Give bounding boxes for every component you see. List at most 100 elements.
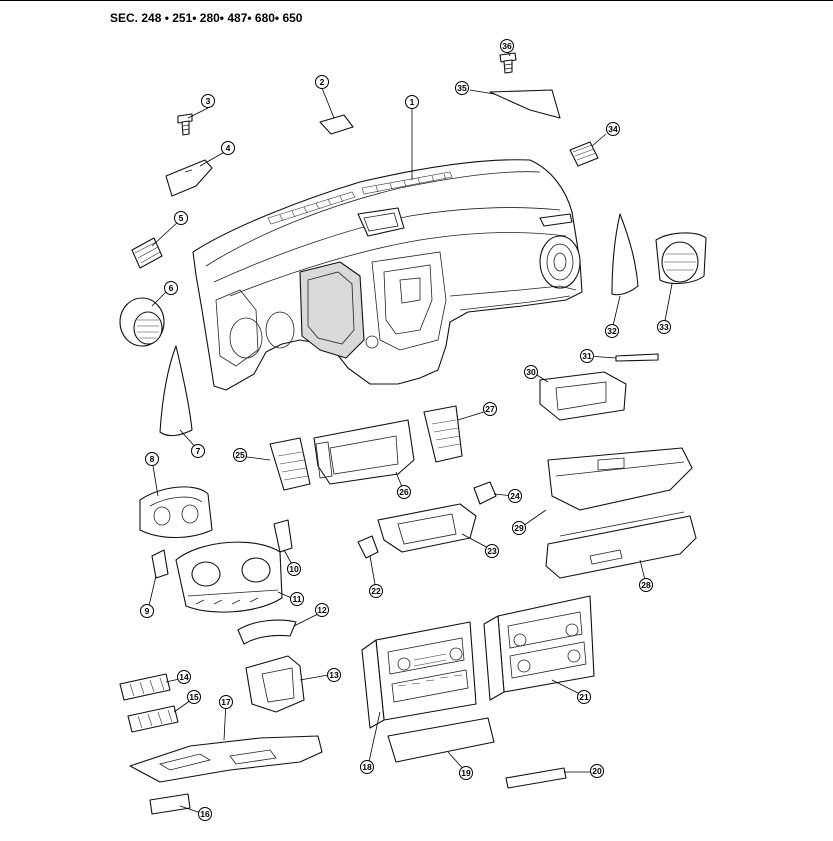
callout-14: 14 (177, 670, 191, 684)
callout-8: 8 (145, 452, 159, 466)
svg-text:16: 16 (200, 809, 210, 819)
callout-34: 34 (606, 122, 620, 136)
glove-box-part-29 (547, 447, 693, 511)
callout-22: 22 (369, 584, 383, 598)
column-cover-part-13 (245, 655, 305, 713)
svg-text:13: 13 (329, 670, 339, 680)
callout-3: 3 (201, 94, 215, 108)
side-finisher-part-7 (159, 345, 193, 437)
audio-unit-part-18 (361, 621, 477, 729)
svg-text:28: 28 (641, 580, 651, 590)
callout-31: 31 (580, 349, 594, 363)
bezel-part-23 (377, 503, 477, 553)
svg-text:10: 10 (289, 564, 299, 574)
callout-5: 5 (174, 211, 188, 225)
svg-text:5: 5 (179, 213, 184, 223)
callout-32: 32 (605, 324, 619, 338)
trim-part-19 (387, 717, 495, 763)
center-bezel-part-26 (313, 419, 415, 485)
rod-part-31 (615, 353, 659, 362)
callout-18: 18 (360, 760, 374, 774)
svg-text:26: 26 (399, 487, 409, 497)
callout-17: 17 (219, 695, 233, 709)
clip-part-36 (499, 52, 517, 74)
svg-text:8: 8 (150, 454, 155, 464)
vent-part-6 (119, 297, 165, 347)
top-border-line (0, 0, 833, 1)
callout-13: 13 (327, 668, 341, 682)
svg-text:12: 12 (317, 605, 327, 615)
svg-text:19: 19 (461, 768, 471, 778)
svg-text:29: 29 (514, 523, 524, 533)
callout-26: 26 (397, 485, 411, 499)
callout-12: 12 (315, 603, 329, 617)
instrument-panel-assembly (192, 159, 583, 391)
callout-15: 15 (187, 690, 201, 704)
bracket-part-16 (149, 793, 191, 815)
audio-unit-part-21 (483, 595, 595, 701)
callout-35: 35 (455, 81, 469, 95)
svg-text:17: 17 (221, 697, 231, 707)
glove-box-lid-part-28 (545, 511, 697, 579)
svg-text:14: 14 (179, 672, 189, 682)
svg-text:25: 25 (235, 450, 245, 460)
svg-text:15: 15 (189, 692, 199, 702)
svg-text:36: 36 (502, 41, 512, 51)
grille-part-5 (131, 237, 163, 269)
callout-25: 25 (233, 448, 247, 462)
svg-text:7: 7 (196, 446, 201, 456)
svg-text:34: 34 (608, 124, 618, 134)
clip-part-3 (177, 113, 193, 136)
callout-24: 24 (508, 489, 522, 503)
svg-text:31: 31 (582, 351, 592, 361)
svg-text:22: 22 (371, 586, 381, 596)
svg-text:24: 24 (510, 491, 520, 501)
callout-30: 30 (524, 365, 538, 379)
callout-6: 6 (164, 281, 178, 295)
callout-19: 19 (459, 766, 473, 780)
svg-text:4: 4 (226, 143, 231, 153)
cover-part-12 (237, 619, 297, 645)
svg-text:20: 20 (592, 766, 602, 776)
svg-text:21: 21 (579, 692, 589, 702)
callout-29: 29 (512, 521, 526, 535)
tray-part-30 (539, 371, 627, 421)
vent-part-33 (655, 232, 707, 285)
lower-panel-part-17 (129, 735, 323, 783)
svg-text:1: 1 (410, 97, 415, 107)
svg-text:33: 33 (659, 322, 669, 332)
callout-2: 2 (315, 75, 329, 89)
grille-part-34 (569, 141, 599, 167)
svg-text:27: 27 (485, 404, 495, 414)
callout-16: 16 (198, 807, 212, 821)
vent-part-27 (423, 405, 463, 463)
clip-part-9 (151, 549, 169, 579)
callout-20: 20 (590, 764, 604, 778)
callout-11: 11 (290, 592, 304, 606)
svg-text:2: 2 (320, 77, 325, 87)
cover-part-24 (473, 481, 497, 505)
section-title: SEC. 248 • 251• 280• 487• 680• 650 (110, 11, 303, 25)
bracket-part-10 (273, 519, 293, 553)
lid-part-2 (319, 114, 354, 135)
svg-text:11: 11 (293, 594, 302, 604)
svg-text:23: 23 (487, 546, 497, 556)
callout-28: 28 (639, 578, 653, 592)
cover-part-4 (165, 159, 213, 197)
callout-7: 7 (191, 444, 205, 458)
callout-33: 33 (657, 320, 671, 334)
vent-part-25 (269, 437, 311, 491)
switch-part-14 (119, 673, 171, 701)
switch-part-15 (127, 705, 179, 733)
panel-part-35 (489, 89, 561, 119)
side-finisher-part-32 (611, 213, 639, 296)
callout-9: 9 (140, 604, 154, 618)
bracket-part-20 (505, 767, 567, 789)
callout-10: 10 (287, 562, 301, 576)
callout-23: 23 (485, 544, 499, 558)
svg-text:35: 35 (457, 83, 467, 93)
callout-1: 1 (405, 95, 419, 109)
svg-text:30: 30 (526, 367, 536, 377)
knob-part-22 (357, 535, 379, 559)
